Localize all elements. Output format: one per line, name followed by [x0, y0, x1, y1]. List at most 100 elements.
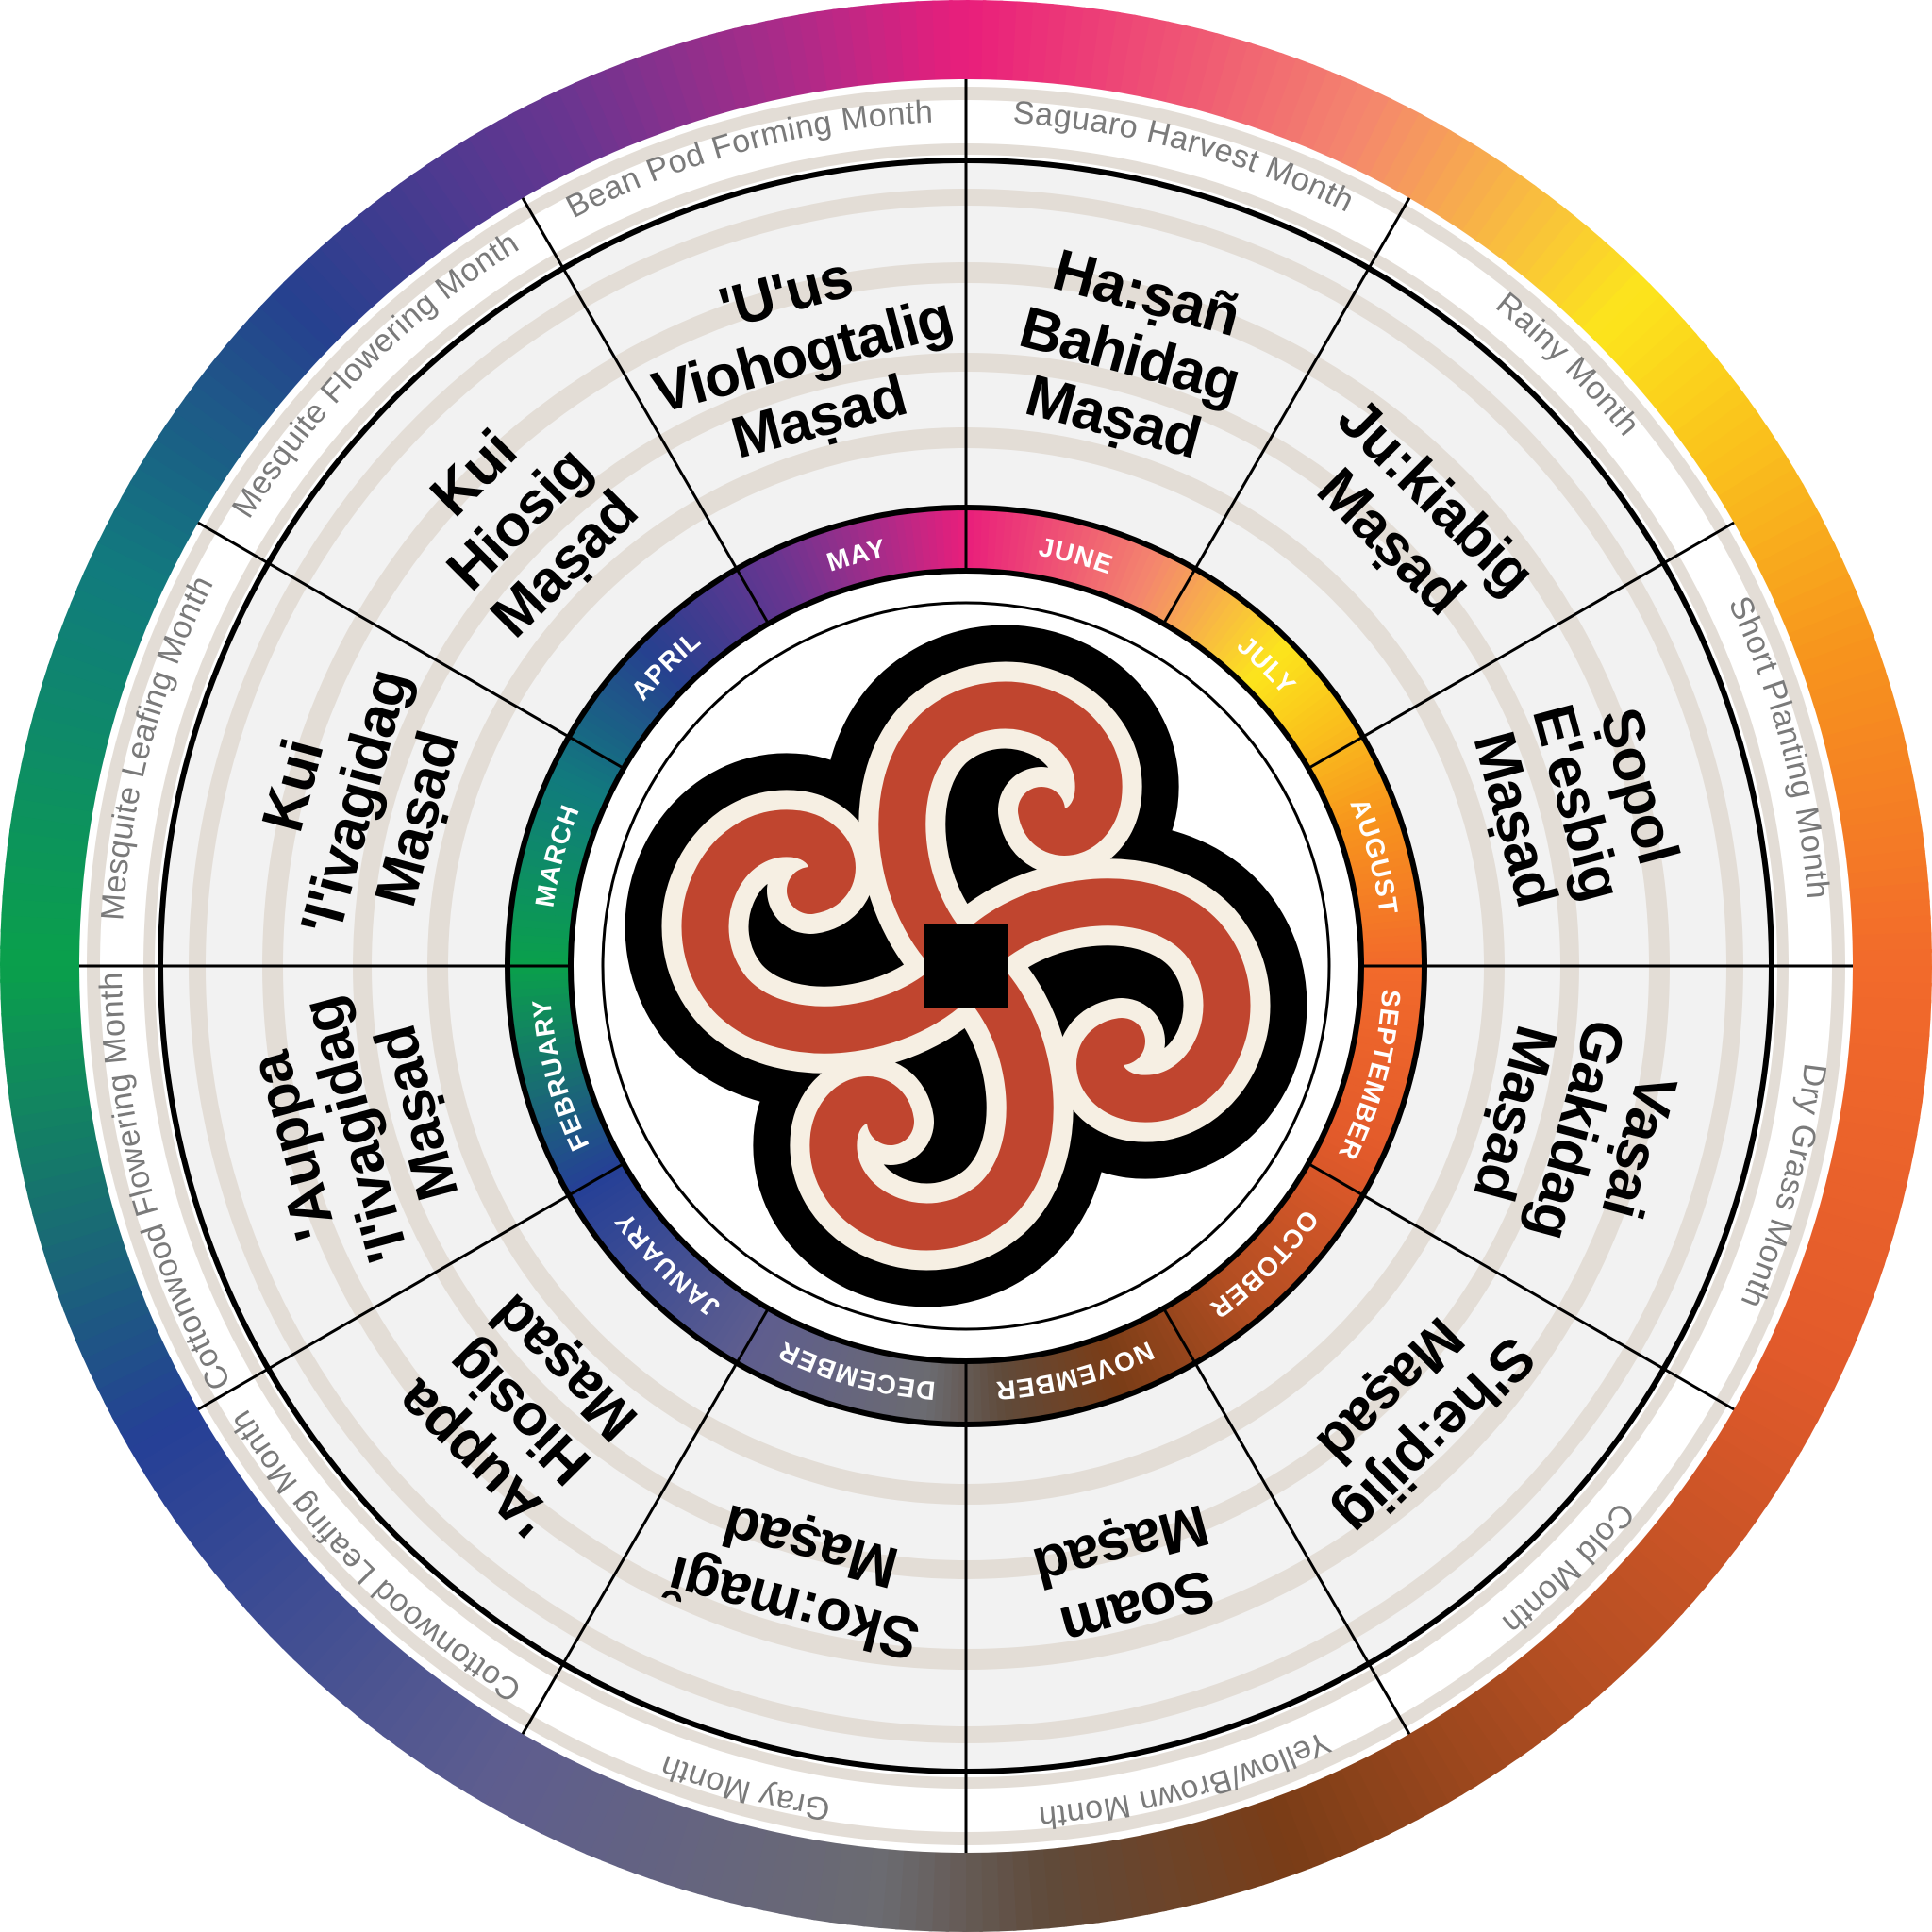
month-ring-segment	[1345, 1068, 1409, 1094]
outer-ring-segment	[1146, 1825, 1184, 1912]
month-ring-segment	[1349, 1055, 1413, 1079]
sector-divider	[1307, 521, 1735, 770]
month-ring-segment	[1350, 1048, 1415, 1071]
month-ring-segment	[1099, 1335, 1131, 1398]
month-ring-segment	[1320, 1133, 1382, 1169]
month-ring-segment	[1179, 1293, 1223, 1352]
outer-ring-segment	[1407, 129, 1467, 212]
outer-ring-segment	[1758, 542, 1843, 596]
month-ring-segment	[560, 1150, 621, 1189]
outer-ring-segment	[355, 1649, 424, 1727]
outer-ring-segment	[344, 212, 414, 291]
month-ring-segment	[793, 537, 826, 600]
month-ring-segment	[1133, 550, 1169, 612]
outer-ring-segment	[58, 616, 144, 665]
month-ring-segment	[1074, 1343, 1101, 1407]
month-ring-segment	[1197, 1281, 1242, 1339]
outer-ring-segment	[1430, 1706, 1492, 1788]
outer-ring-segment	[1600, 294, 1675, 367]
month-ring-segment	[1349, 855, 1413, 879]
outer-ring-segment	[37, 680, 124, 724]
month-ring-segment	[589, 1191, 647, 1236]
month-ring-segment	[1208, 605, 1257, 660]
month-ring-segment	[729, 568, 770, 627]
outer-ring-segment	[90, 539, 175, 593]
outer-ring-segment	[712, 1817, 753, 1904]
month-ring-segment	[1268, 1214, 1323, 1262]
outer-ring-segment	[1073, 7, 1105, 93]
month-ring-segment	[541, 785, 603, 819]
outer-ring-segment	[1736, 1379, 1820, 1438]
month-ring-segment	[1310, 1151, 1372, 1191]
outer-ring-segment	[811, 1836, 843, 1924]
outer-ring-segment	[1688, 411, 1769, 475]
month-ring-segment	[1187, 586, 1231, 643]
month-ring-segment	[1034, 514, 1056, 578]
month-ring-segment	[1339, 1088, 1403, 1117]
outer-ring-segment	[138, 451, 220, 512]
month-ring-segment	[902, 510, 920, 575]
month-ring-segment	[1300, 1169, 1359, 1210]
month-ring-segment	[1202, 1277, 1249, 1334]
month-ring-segment	[1255, 653, 1308, 703]
outer-ring-segment	[1458, 165, 1524, 245]
outer-ring-segment	[527, 96, 583, 180]
sector-divider	[1162, 1307, 1411, 1735]
month-ring-segment	[1169, 573, 1210, 632]
month-ring-segment	[1292, 1181, 1351, 1224]
month-ring-segment	[515, 869, 580, 891]
month-ring-segment	[581, 708, 640, 751]
month-ring-segment	[1277, 683, 1334, 730]
outer-ring-segment	[1521, 215, 1590, 292]
month-ring-segment	[1331, 1108, 1394, 1140]
outer-ring-segment	[1649, 1508, 1727, 1577]
outer-ring-segment	[76, 570, 162, 622]
month-ring-segment	[1317, 1139, 1378, 1176]
month-ring-segment	[830, 1343, 858, 1407]
month-ring-segment	[1088, 529, 1117, 593]
outer-ring-segment	[1149, 21, 1187, 108]
outer-ring-segment	[555, 1764, 608, 1849]
month-ring-segment	[703, 585, 746, 642]
month-ring-segment	[772, 546, 807, 608]
month-ring-segment	[1285, 696, 1343, 741]
outer-ring-segment	[1750, 1352, 1835, 1408]
month-ring-segment	[1307, 1158, 1368, 1197]
outer-ring-segment	[119, 1391, 203, 1449]
outer-ring-segment	[1813, 699, 1901, 741]
month-ring-segment	[508, 916, 574, 932]
outer-ring-segment	[1587, 1578, 1661, 1652]
outer-ring-segment	[1598, 1567, 1673, 1640]
month-ring-segment	[1281, 690, 1339, 735]
outer-ring-segment	[97, 524, 182, 580]
outer-ring-segment	[1619, 1544, 1695, 1615]
outer-ring-segment	[1668, 1484, 1748, 1551]
center-inner-border	[601, 601, 1331, 1331]
month-ring-segment	[763, 1320, 799, 1382]
outer-ring-segment	[82, 1322, 167, 1374]
outer-ring-segment	[1379, 112, 1438, 196]
month-ring-segment	[1301, 723, 1360, 764]
month-ring-segment	[564, 1156, 625, 1195]
month-ring-segment	[682, 1276, 728, 1333]
month-ring-segment	[893, 511, 913, 576]
outer-ring-segment	[1743, 1366, 1827, 1423]
outer-ring-segment	[1472, 175, 1537, 255]
month-ring-segment	[950, 508, 961, 572]
spiral-whirl-symbol-icon	[625, 625, 1307, 1307]
month-ring-segment	[1046, 1351, 1070, 1415]
month-ring-segment	[1273, 677, 1329, 724]
outer-ring-segment	[184, 381, 264, 448]
month-ring-segment	[532, 808, 595, 838]
outer-ring-segment	[1267, 58, 1316, 144]
outer-ring-segment	[1238, 47, 1284, 134]
month-ring-segment	[1012, 1357, 1030, 1422]
outer-ring-segment	[307, 245, 378, 322]
outer-ring-segment	[1544, 237, 1615, 313]
month-ring-segment	[1108, 538, 1140, 601]
month-ring-segment	[1341, 1081, 1405, 1109]
outer-ring-segment	[1837, 814, 1924, 847]
outer-ring-segment	[121, 479, 204, 539]
month-ring-segment	[1254, 1230, 1307, 1280]
